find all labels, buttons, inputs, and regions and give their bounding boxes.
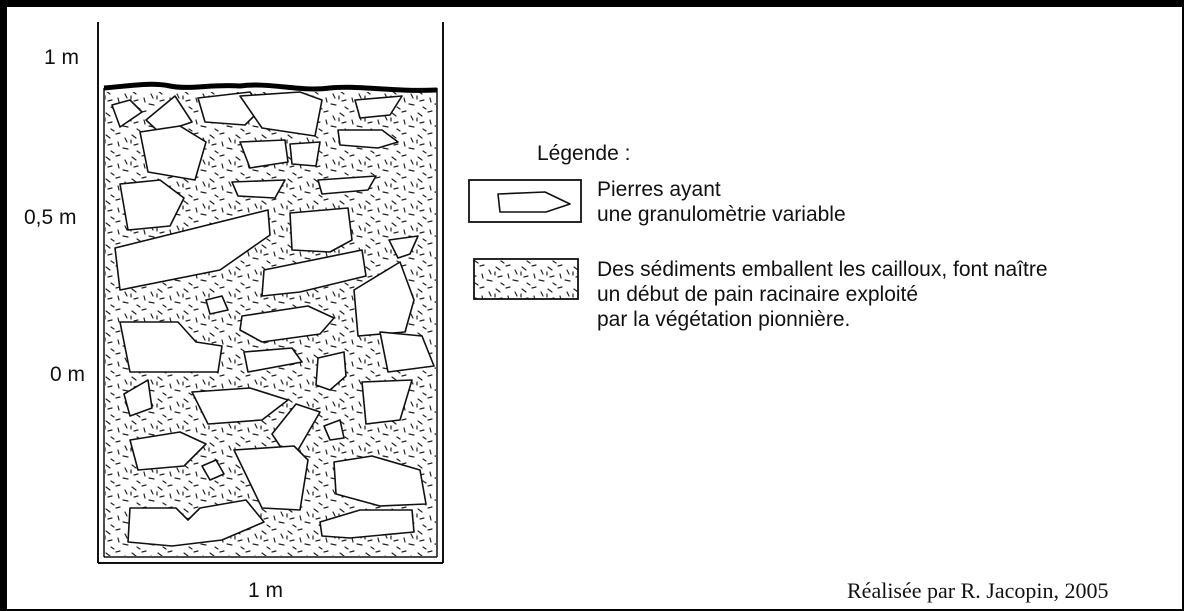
stone: [239, 91, 323, 137]
ground-surface: [103, 81, 438, 93]
stone: [114, 209, 271, 291]
stone: [337, 129, 399, 149]
stone: [129, 431, 207, 471]
x-label-1m: 1 m: [248, 579, 284, 602]
stone: [139, 125, 207, 181]
stone: [353, 261, 415, 337]
stone: [119, 179, 185, 231]
stone: [361, 379, 413, 425]
stone: [201, 459, 225, 481]
stone: [379, 331, 435, 373]
stone: [239, 139, 289, 169]
stones: [111, 91, 435, 547]
legend-title: Légende :: [537, 142, 631, 165]
y-label-1m: 1 m: [44, 46, 80, 69]
y-label-0-5m: 0,5 m: [24, 206, 77, 229]
stone: [233, 445, 309, 511]
legend-item-stones: Pierres ayant une granulomètrie variable: [597, 177, 846, 227]
legend-sediments-line-2: un début de pain racinaire exploité: [597, 283, 919, 306]
legend-stones-line-2: une granulomètrie variable: [597, 203, 846, 226]
stone: [239, 305, 335, 343]
legend-sediments-line-3: par la végétation pionnière.: [597, 308, 851, 331]
legend-symbol-stone: [468, 179, 582, 223]
credit-text: Réalisée par R. Jacopin, 2005: [847, 578, 1109, 603]
profile-walls: [97, 22, 444, 564]
stone: [111, 99, 143, 128]
stone: [319, 509, 415, 539]
stone: [127, 499, 265, 547]
legend-item-sediments: Des sédiments emballent les cailloux, fo…: [597, 257, 1048, 332]
legend-stones-line-1: Pierres ayant: [597, 178, 721, 201]
stone: [289, 207, 353, 253]
stone: [119, 321, 223, 373]
stone: [315, 351, 347, 391]
legend-symbol-sediment: [473, 258, 579, 300]
stone: [261, 249, 367, 297]
stone: [191, 387, 289, 425]
stone: [317, 175, 377, 195]
y-label-0m: 0 m: [50, 363, 86, 386]
legend-sediments-line-1: Des sédiments emballent les cailloux, fo…: [597, 258, 1048, 281]
stone: [123, 379, 153, 417]
stone: [323, 419, 345, 441]
stone: [354, 95, 403, 119]
stone: [231, 179, 286, 199]
stone: [145, 95, 193, 134]
stone: [289, 141, 321, 167]
stone: [205, 295, 229, 315]
stone: [271, 403, 321, 451]
stone: [243, 347, 303, 373]
stone: [333, 455, 427, 507]
stone: [388, 235, 419, 259]
